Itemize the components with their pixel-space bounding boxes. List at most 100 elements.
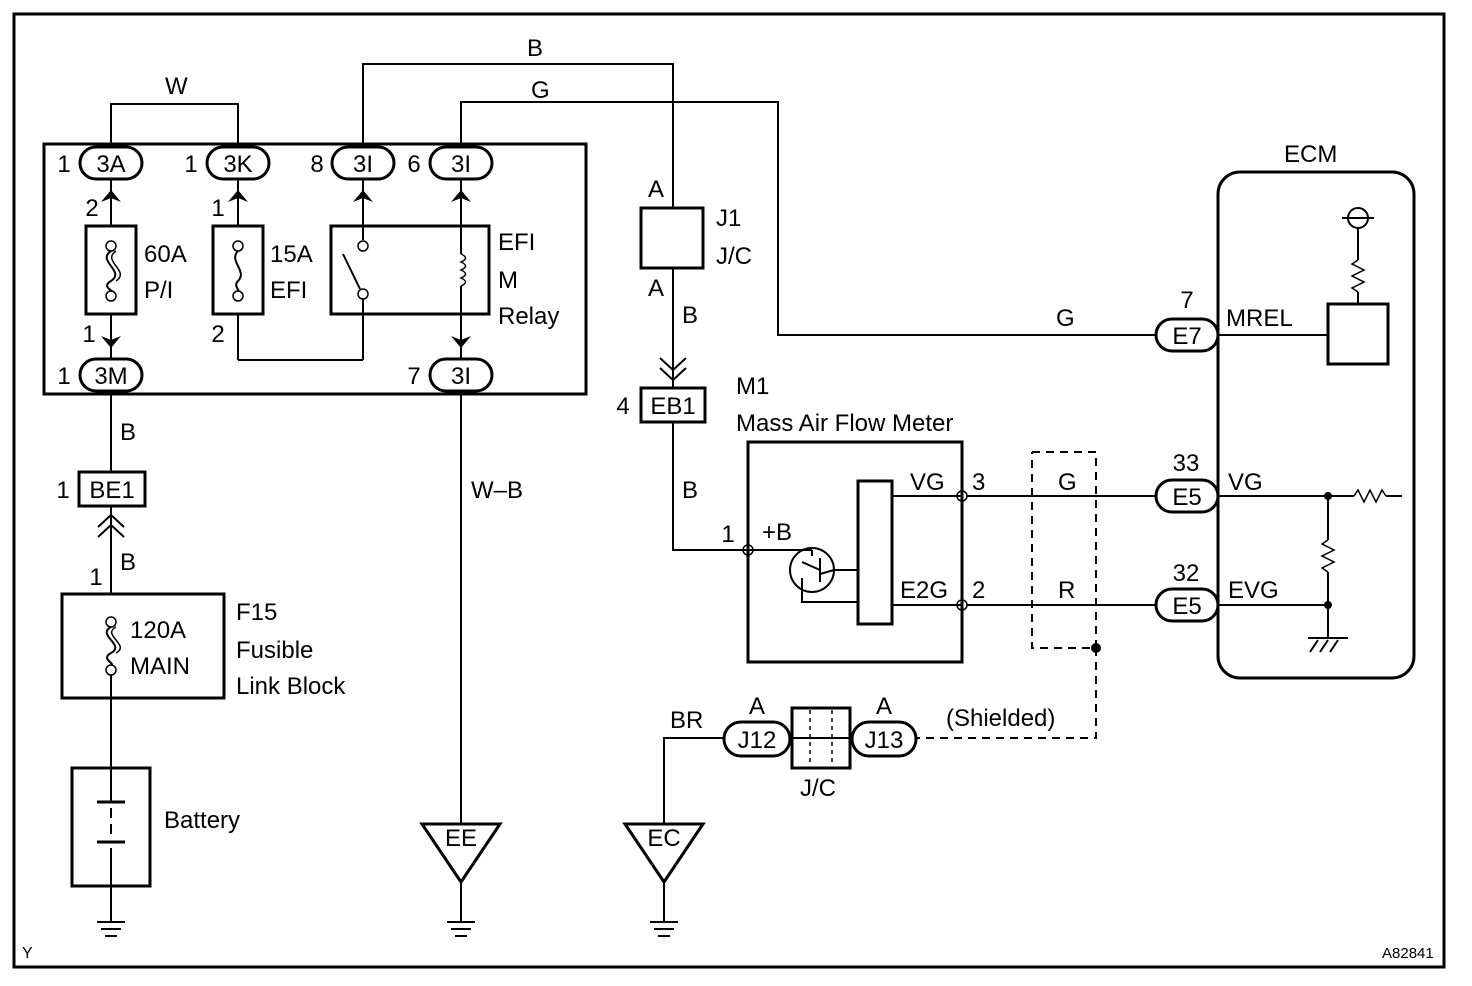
battery: Battery [70, 766, 240, 888]
ground-ec: EC [622, 822, 706, 937]
wire-color-b-eb1: B [682, 477, 698, 504]
ecm-terminal-e5-evg: E5 32 EVG [1154, 560, 1279, 623]
svg-text:3: 3 [972, 469, 985, 496]
svg-text:A: A [648, 176, 664, 203]
svg-text:2: 2 [85, 195, 98, 222]
ground-ee-label: EE [445, 825, 477, 852]
svg-text:J13: J13 [865, 727, 904, 754]
connector-j12: J12 A [722, 693, 792, 758]
svg-text:3I: 3I [353, 151, 373, 178]
svg-text:1: 1 [82, 321, 95, 348]
wire-color-br: BR [670, 707, 703, 734]
junction-j1: A A J1 J/C [639, 176, 752, 302]
fusible-link-block-f15: 1 120A MAIN F15 Fusible Link Block [60, 564, 346, 700]
svg-text:3I: 3I [451, 151, 471, 178]
svg-text:8: 8 [310, 151, 323, 178]
svg-text:P/I: P/I [144, 277, 173, 304]
svg-text:1: 1 [89, 564, 102, 591]
svg-text:VG: VG [1228, 469, 1263, 496]
svg-text:7: 7 [407, 363, 420, 390]
svg-text:E5: E5 [1172, 484, 1201, 511]
svg-text:Battery: Battery [164, 807, 240, 834]
junction-block-j12-j13: J12 A J13 A J/C BR EC [622, 693, 918, 937]
connector-3i-pin7: 3I 7 [407, 357, 494, 393]
svg-text:33: 33 [1173, 450, 1200, 477]
ground-battery [97, 886, 125, 937]
connector-3i-pin8: 3I 8 [310, 145, 396, 181]
diagram-frame [12, 12, 1446, 969]
svg-text:MAIN: MAIN [130, 653, 190, 680]
connector-3m: 3M 1 [57, 357, 144, 393]
svg-text:7: 7 [1180, 287, 1193, 314]
svg-text:1: 1 [57, 151, 70, 178]
svg-text:A: A [876, 693, 892, 720]
top-wires: W B G G [110, 35, 1156, 336]
svg-text:E5: E5 [1172, 593, 1201, 620]
svg-text:M: M [498, 267, 518, 294]
wire-color-wb: W–B [471, 477, 523, 504]
svg-text:2: 2 [972, 577, 985, 604]
svg-text:EFI: EFI [498, 229, 535, 256]
svg-text:2: 2 [211, 321, 224, 348]
svg-text:1: 1 [184, 151, 197, 178]
ecm-title: ECM [1284, 141, 1337, 168]
mass-air-flow-meter: M1 Mass Air Flow Meter 1 +B VG 3 E2G 2 [721, 373, 985, 664]
ecm-terminal-e7: E7 7 MREL [1154, 287, 1293, 353]
svg-text:3M: 3M [94, 363, 127, 390]
ground-ee-circuit: W–B EE [419, 391, 523, 937]
connector-3i-pin6: 3I 6 [407, 145, 494, 181]
wire-color-b-j1: B [682, 302, 698, 329]
wire-color-b-left-2: B [120, 549, 136, 576]
svg-text:4: 4 [616, 393, 629, 420]
svg-text:15A: 15A [270, 241, 313, 268]
relay-fuse-block: 3A 1 3K 1 3I 8 3I 6 3M 1 3I 7 [42, 142, 588, 396]
svg-text:6: 6 [407, 151, 420, 178]
svg-text:3I: 3I [451, 363, 471, 390]
wire-color-w: W [165, 73, 188, 100]
ecm-terminal-e5-vg: E5 33 VG [1154, 450, 1263, 514]
svg-text:3A: 3A [96, 151, 125, 178]
svg-text:E7: E7 [1172, 323, 1201, 350]
svg-text:Fusible: Fusible [236, 637, 313, 664]
ecm: ECM E7 7 MREL E5 33 VG E5 32 EVG [1154, 141, 1416, 680]
svg-text:F15: F15 [236, 599, 277, 626]
svg-text:A: A [749, 693, 765, 720]
svg-text:1: 1 [721, 521, 734, 548]
svg-text:A: A [648, 275, 664, 302]
svg-text:BE1: BE1 [89, 477, 134, 504]
svg-text:J12: J12 [738, 727, 777, 754]
svg-text:EC: EC [647, 825, 680, 852]
svg-text:J/C: J/C [716, 243, 752, 270]
relay-block-outline [42, 142, 588, 396]
connector-arrows [101, 190, 471, 348]
svg-text:EFI: EFI [270, 277, 307, 304]
svg-text:M1: M1 [736, 373, 769, 400]
svg-text:1: 1 [211, 195, 224, 222]
wire-color-b-top: B [527, 35, 543, 62]
svg-text:+B: +B [762, 519, 792, 546]
connector-be1: BE1 1 [56, 470, 147, 538]
svg-text:1: 1 [56, 477, 69, 504]
figure-code: A82841 [1382, 945, 1434, 962]
connector-3a: 3A 1 [57, 145, 144, 181]
wire-color-b-left-1: B [120, 419, 136, 446]
connector-3k: 3K 1 [184, 145, 271, 181]
svg-text:E2G: E2G [900, 577, 948, 604]
svg-text:MREL: MREL [1226, 305, 1293, 332]
wire-color-g-vg: G [1058, 469, 1077, 496]
svg-text:EVG: EVG [1228, 577, 1279, 604]
svg-text:Link Block: Link Block [236, 673, 346, 700]
svg-text:60A: 60A [144, 241, 187, 268]
wire-color-r-evg: R [1058, 577, 1075, 604]
svg-text:32: 32 [1173, 560, 1200, 587]
fuse-60a-p-i: 2 1 60A P/I [82, 179, 187, 359]
svg-text:EB1: EB1 [650, 393, 695, 420]
jc-label: J/C [800, 775, 836, 802]
svg-text:VG: VG [910, 469, 945, 496]
svg-text:3K: 3K [223, 151, 252, 178]
wire-color-g-top: G [531, 77, 550, 104]
shielded-label: (Shielded) [946, 705, 1055, 732]
connector-eb1: B EB1 4 B [616, 268, 748, 551]
svg-text:1: 1 [57, 363, 70, 390]
